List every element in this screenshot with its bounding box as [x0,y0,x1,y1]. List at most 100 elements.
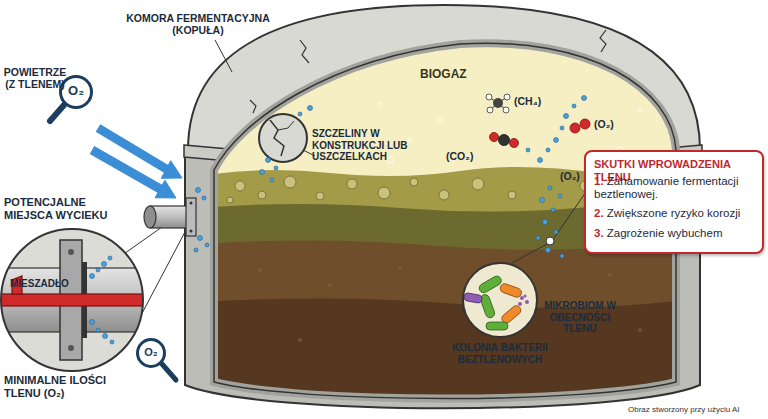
crack-magnifier [259,114,315,162]
inlet-pipe [190,230,193,233]
microbe-colony [499,282,523,298]
chemical-formula: (O₂) [594,118,634,130]
molecules [487,107,493,113]
leak-inset [0,228,144,372]
node-heading: KOLONIA BAKTERII BEZTLENOWYCH [438,342,562,365]
molecules [486,94,590,148]
magnifier-handles [50,105,64,121]
dome-cracks [250,100,256,113]
molecules [570,123,580,133]
oxygen-bubbles [560,126,564,130]
digestate-layers [258,268,262,272]
digestate-layers [328,283,332,287]
digestate-layers [398,266,402,270]
inlet-pipe [190,202,193,205]
section-heading: MINIMALNE ILOŚCI TLENU (O₂) [4,374,132,399]
microbe-colony [520,296,524,300]
oxygen-bubbles [551,208,555,212]
molecules [503,107,509,113]
leak-inset [90,256,115,344]
chemical-formula: (CO₂) [446,150,496,162]
leak-inset [108,256,112,260]
digestate-layers [378,103,382,107]
circle-outline [462,262,538,338]
air-inflow-arrows [155,180,176,198]
oxygen-bubbles [196,188,201,193]
oxygen-bubbles [270,178,274,182]
digestate-layers [284,176,296,188]
circle-outline [1,229,143,371]
molecules [510,139,519,148]
microbe-colony [462,262,538,338]
oxygen-bubbles [540,198,545,203]
node-heading: O₂ [136,346,166,359]
crack-magnifier [259,114,307,162]
leak-inset [110,340,114,344]
leak-inset [68,249,74,255]
part-label: KOMORA FERMENTACYJNA (KOPUŁA) [118,12,278,36]
digestate-layers [235,181,245,191]
magnifier-circle: O₂ [136,338,166,368]
microbe-colony [463,292,482,303]
circle-outline [0,228,144,372]
digestate-layers [408,138,412,142]
leader-lines [121,40,586,340]
gas-label: BIOGAZ [420,68,500,82]
node-text: 1. Zahamowanie fermentacji beztlenowej. [594,175,760,201]
oxygen-bubbles [582,96,587,101]
oxygen-bubbles [202,196,206,200]
leak-inset [68,345,74,351]
oxygen-bubbles [548,186,552,190]
microbe-colony [524,295,527,298]
oxygen-bubbles [194,248,198,252]
digestate-layers [410,178,418,186]
inlet-pipe [144,206,156,228]
node-text: 3. Zagrożenie wybuchem [594,227,760,240]
leader-lines [546,237,554,245]
magnifier-handles [162,364,176,380]
oxygen-bubbles [572,104,576,108]
oxygen-bubbles [260,170,265,175]
molecules [493,98,503,108]
leak-inset [96,268,100,272]
digestate-layers [437,117,443,123]
digestate-layers [638,108,642,112]
part-label: MIKROBIOM W OBECNOŚCI TLENU [540,300,620,335]
leak-inset [90,274,95,279]
part-label: POWIETRZE (Z TLENEM) [0,66,70,90]
leak-inset [0,228,144,372]
oxygen-bubbles [560,254,564,258]
digestate-layers [298,338,302,342]
microbe-colony [518,295,529,307]
node-heading: MIESZADŁO [10,278,100,290]
digestate-layers [638,328,642,332]
oxygen-bubbles [194,96,587,259]
digestate-layers [378,187,390,199]
microbe-circle: KOLONIA BAKTERII BEZTLENOWYCH [462,262,538,338]
digestate-layers [472,178,484,190]
oxygen-bubbles [546,148,550,152]
air-inflow-arrows [161,161,182,179]
node-text: 2. Zwiększone ryzyko korozji [594,207,760,220]
microbe-colony [518,302,522,306]
oxygen-bubbles [536,236,540,240]
digestate-layers [258,191,266,199]
leak-inset [0,294,144,306]
microbe-colony [478,275,503,295]
oxygen-bubbles [274,166,278,170]
digestate-layers [258,266,642,342]
molecules [486,94,492,100]
leader-lines [554,192,586,238]
molecules [499,135,510,146]
oxygen-bubbles [554,138,559,143]
section-heading: POTENCJALNE MIEJSCA WYCIEKU [4,196,128,221]
oxygen-bubbles [205,243,209,247]
oxygen-bubbles [308,106,313,111]
microbe-colony [486,322,508,330]
microbe-colony [462,262,538,338]
digestate-layers [508,191,516,199]
oxygen-bubbles [266,158,271,163]
molecules [490,133,499,142]
watermark: Obraz stworzony przy użyciu AI [628,405,768,414]
